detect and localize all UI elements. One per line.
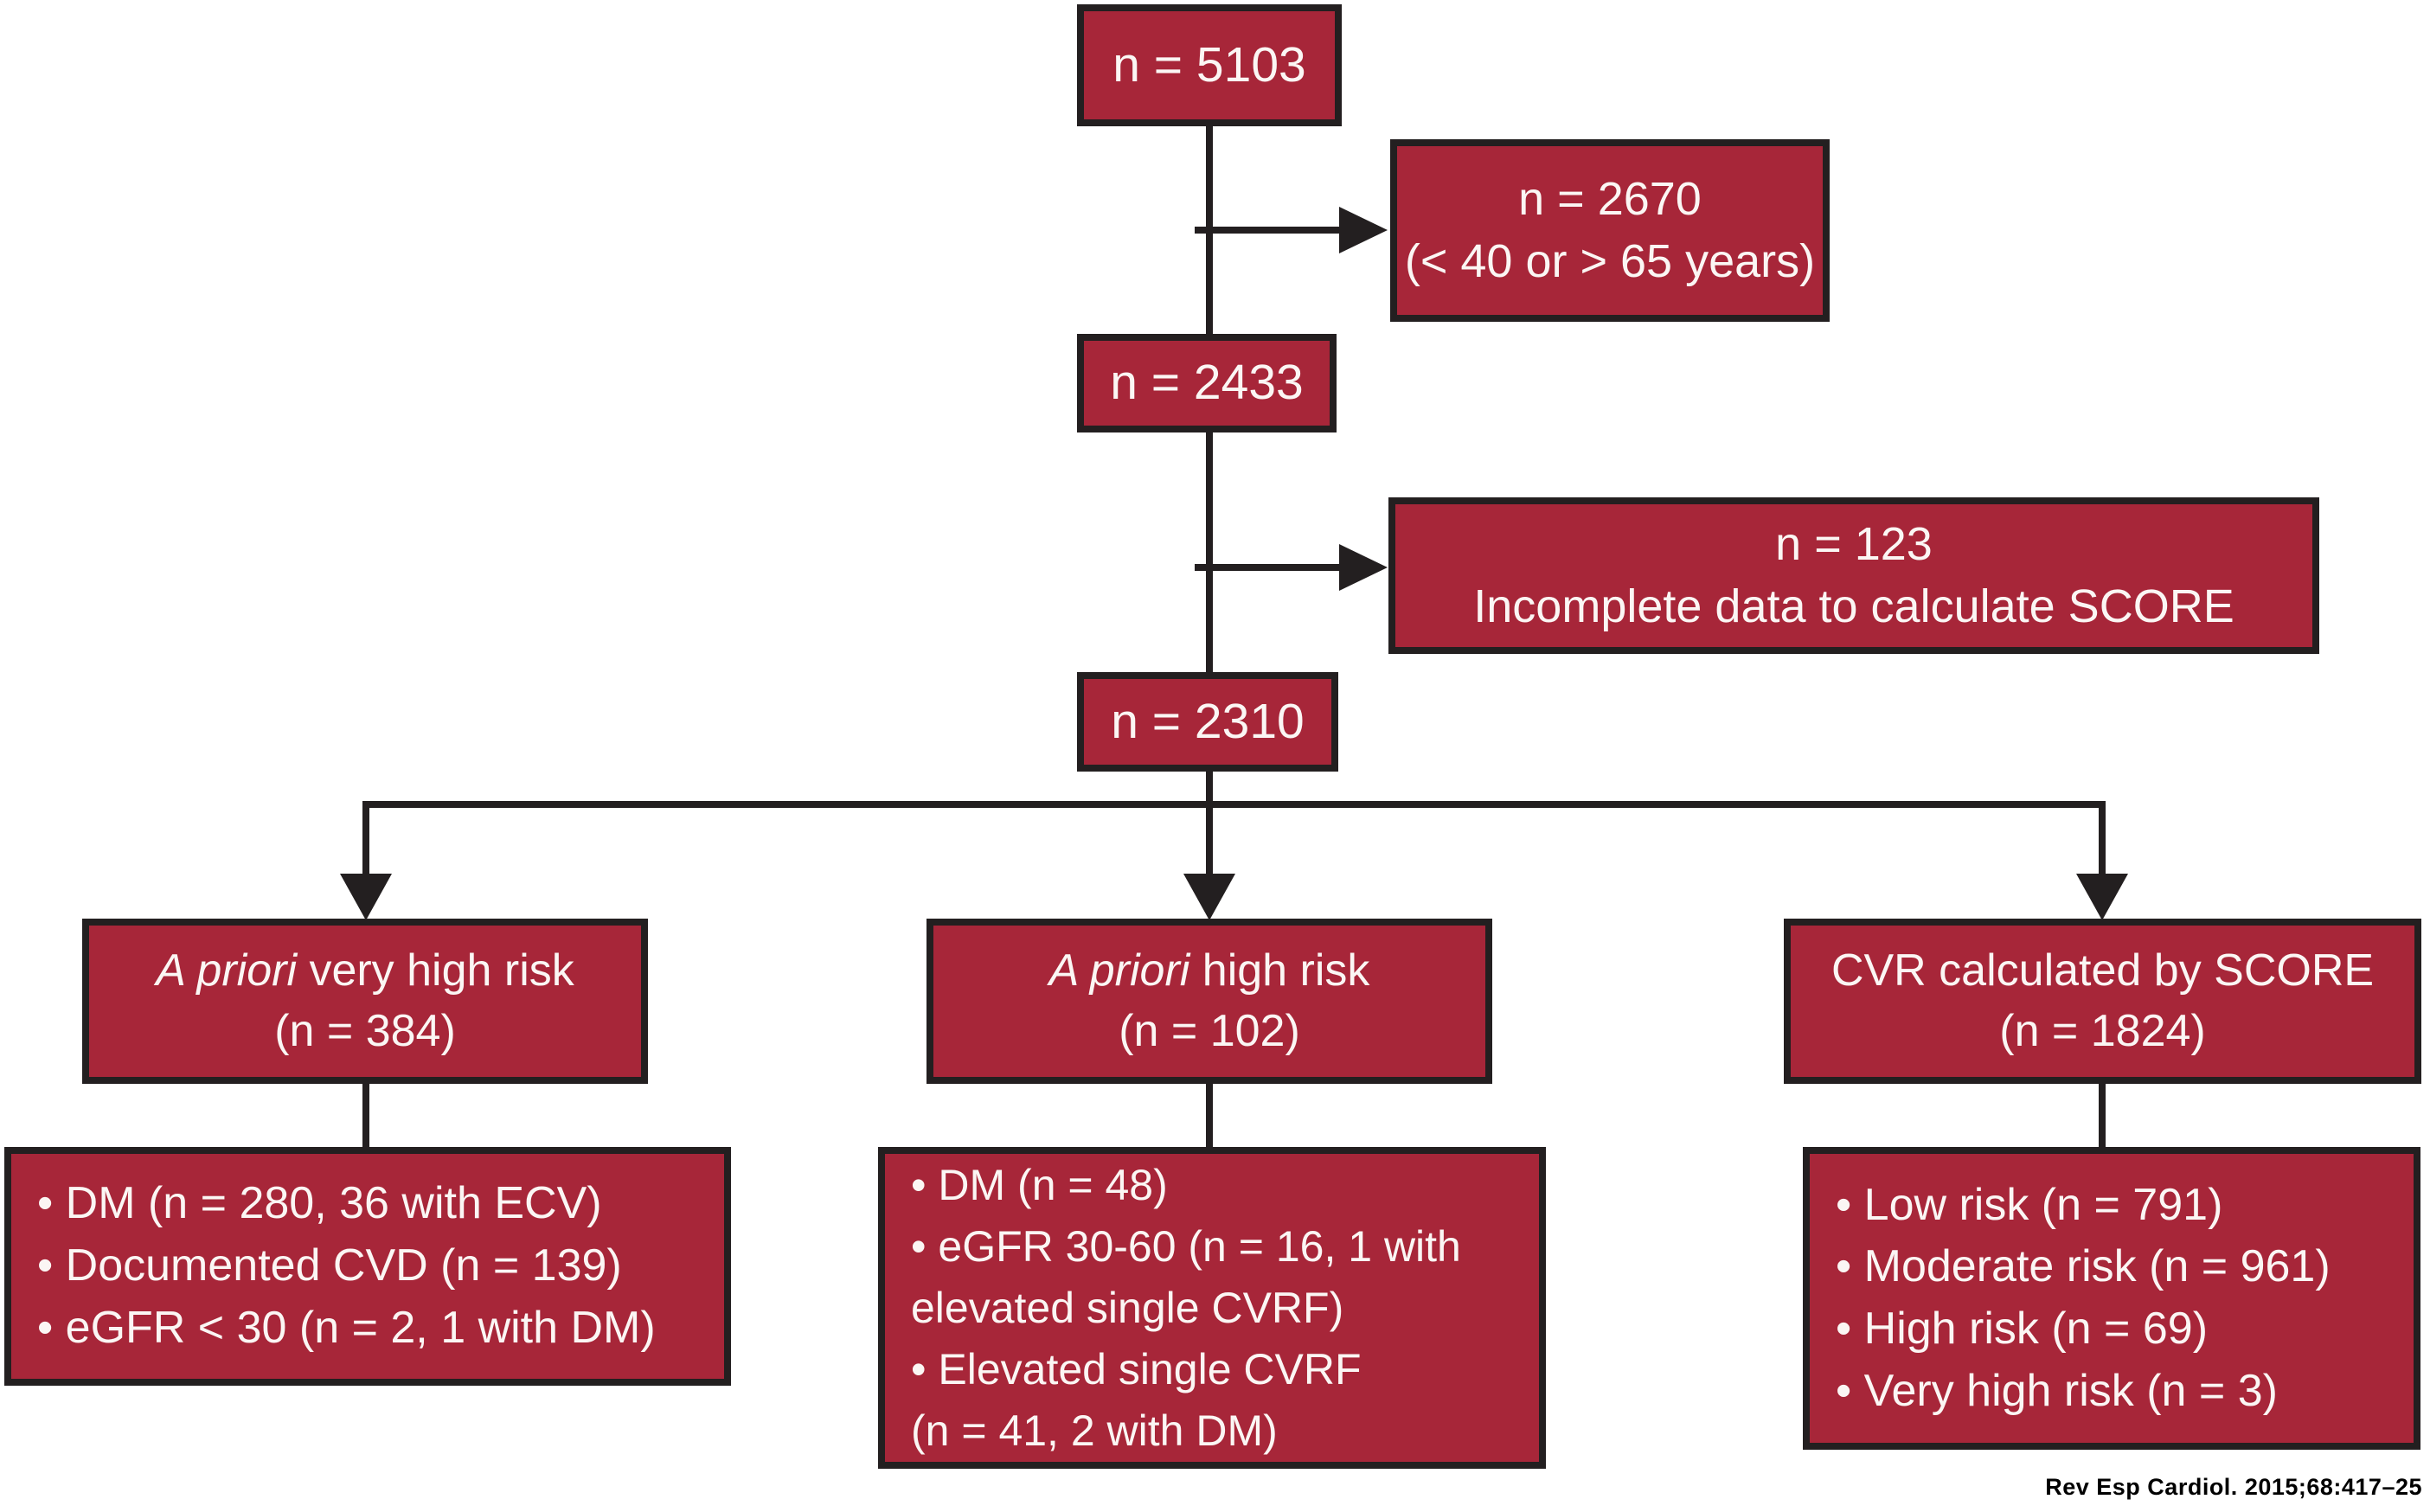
box-branch-very-high-risk: A priori very high risk (n = 384) [82, 919, 648, 1084]
connector-2433-to-2310 [1206, 430, 1213, 674]
bullet-line: • Documented CVD (n = 139) [37, 1240, 622, 1291]
bullet-line: • Moderate risk (n = 961) [1836, 1241, 2331, 1292]
box-analyzed-sample: n = 2310 [1077, 672, 1338, 772]
box-label-line: A priori very high risk [156, 941, 574, 1001]
connector-distribution-horizontal [362, 801, 2106, 808]
box-branch-score-calculated: CVR calculated by SCORE (n = 1824) [1784, 919, 2421, 1084]
box-label-line: (n = 384) [274, 1005, 456, 1056]
box-label-line: (n = 102) [1119, 1005, 1300, 1056]
branch-title-rest: very high risk [297, 945, 574, 996]
box-label-line: A priori high risk [1049, 941, 1370, 1001]
branch-title-italic: A priori [1048, 945, 1190, 996]
connector-left-branch-drop [362, 801, 369, 877]
connector-right-branch-to-detail [2099, 1082, 2106, 1149]
box-excluded-incomplete-data: n = 123 Incomplete data to calculate SCO… [1388, 497, 2319, 654]
bullet-line: • Low risk (n = 791) [1836, 1179, 2223, 1230]
box-label-line: n = 123 [1775, 517, 1933, 570]
box-label-line: n = 2310 [1111, 693, 1305, 749]
box-label-line: n = 5103 [1112, 36, 1306, 93]
citation-text: Rev Esp Cardiol. 2015;68:417–25 [2045, 1474, 2422, 1500]
box-detail-high-risk: • DM (n = 48) • eGFR 30-60 (n = 16, 1 wi… [878, 1147, 1546, 1469]
bullet-line: • Elevated single CVRF [911, 1344, 1362, 1393]
arrowhead-down-icon [340, 874, 392, 920]
arrowhead-down-icon [1183, 874, 1235, 920]
bullet-line: • DM (n = 48) [911, 1160, 1168, 1209]
bullet-line: • eGFR 30-60 (n = 16, 1 with [911, 1221, 1461, 1271]
box-excluded-age: n = 2670 (< 40 or > 65 years) [1390, 139, 1830, 322]
connector-left-branch-to-detail [362, 1082, 369, 1149]
bullet-line: • Very high risk (n = 3) [1836, 1365, 2278, 1416]
branch-title-rest: CVR calculated by SCORE [1831, 945, 2375, 996]
box-label-line: (< 40 or > 65 years) [1404, 234, 1816, 287]
bullet-line: (n = 41, 2 with DM) [911, 1406, 1278, 1455]
connector-exclusion-score [1195, 564, 1339, 571]
bullet-line: • eGFR < 30 (n = 2, 1 with DM) [37, 1302, 656, 1353]
box-branch-high-risk: A priori high risk (n = 102) [926, 919, 1492, 1084]
arrowhead-down-icon [2076, 874, 2128, 920]
box-detail-very-high-risk: • DM (n = 280, 36 with ECV) • Documented… [4, 1147, 731, 1386]
box-detail-score-risk-distribution: • Low risk (n = 791) • Moderate risk (n … [1803, 1147, 2420, 1450]
box-after-age-filter: n = 2433 [1077, 334, 1337, 432]
box-label-line: n = 2670 [1518, 172, 1702, 225]
connector-exclusion-age [1195, 227, 1339, 234]
bullet-line: elevated single CVRF) [911, 1283, 1344, 1332]
arrowhead-right-icon [1339, 544, 1388, 591]
connector-middle-branch-to-detail [1206, 1082, 1213, 1149]
branch-title-rest: high risk [1189, 945, 1370, 996]
connector-2310-to-middle-branch [1206, 770, 1213, 877]
box-total-sample: n = 5103 [1077, 4, 1342, 126]
connector-right-branch-drop [2099, 801, 2106, 877]
bullet-line: • DM (n = 280, 36 with ECV) [37, 1178, 602, 1229]
bullet-line: • High risk (n = 69) [1836, 1304, 2209, 1354]
branch-title-italic: A priori [156, 945, 297, 996]
box-label-line: Incomplete data to calculate SCORE [1473, 580, 2234, 632]
box-label-line: (n = 1824) [1999, 1005, 2206, 1056]
arrowhead-right-icon [1339, 207, 1388, 253]
box-label-line: n = 2433 [1110, 355, 1304, 411]
box-label-line: CVR calculated by SCORE [1831, 941, 2374, 1001]
